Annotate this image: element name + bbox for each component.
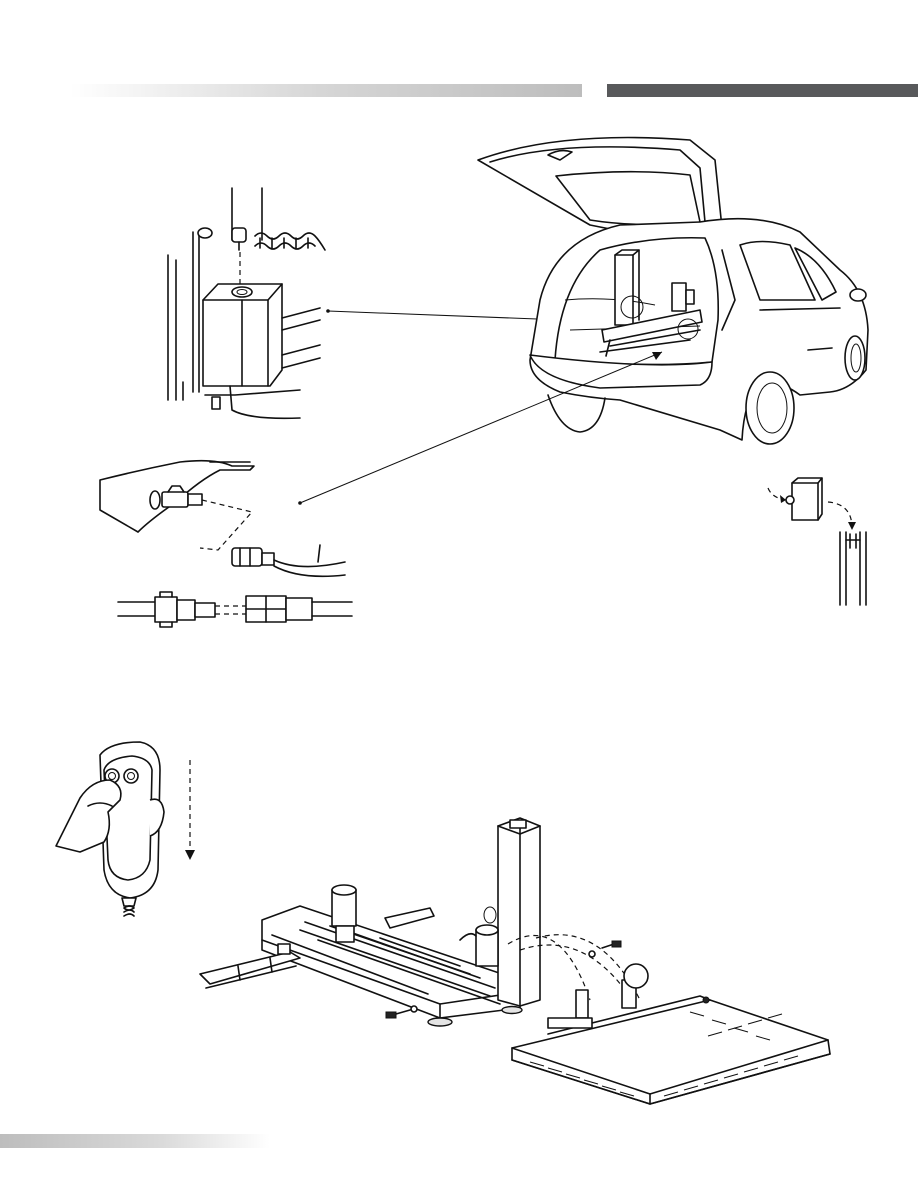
- pendant-control-icon: [56, 742, 195, 916]
- control-box-icon: [168, 188, 325, 418]
- platform-lift-icon: [200, 818, 830, 1104]
- mast-socket-icon: [768, 478, 866, 605]
- minivan-icon: [478, 138, 868, 445]
- plug-connector-icon: [100, 461, 352, 627]
